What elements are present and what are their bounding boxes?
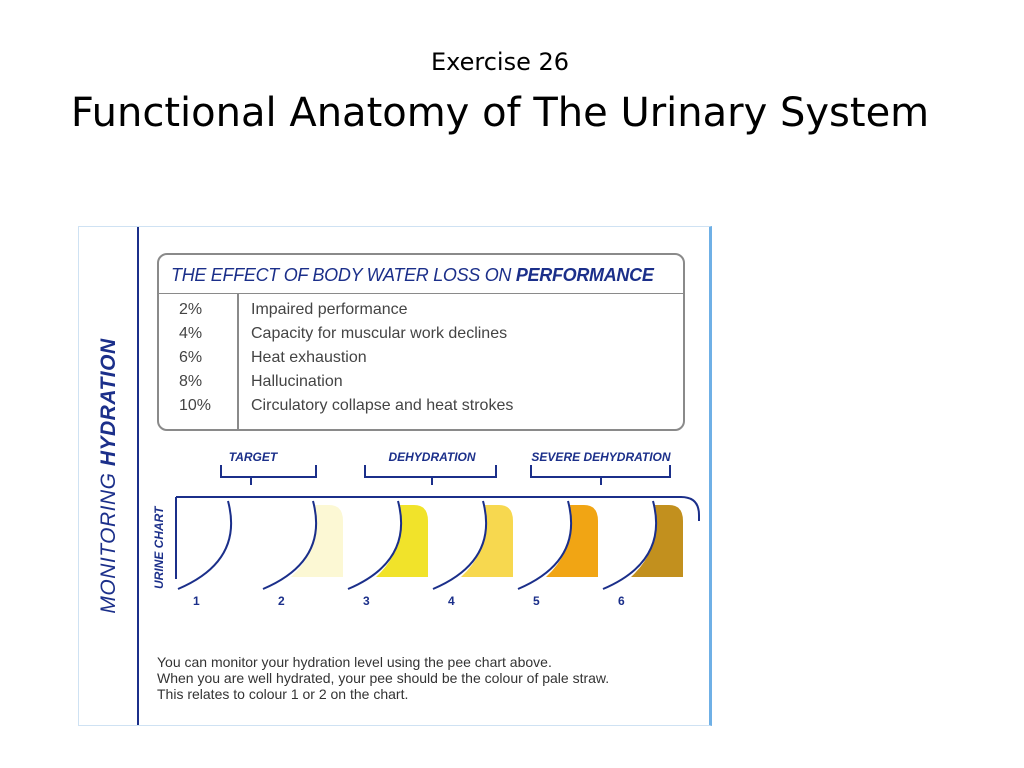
urine-sample-curve: [602, 500, 658, 590]
urine-sample-number: 3: [363, 594, 370, 608]
effect-pct: 2%: [179, 301, 203, 318]
effect-pct: 6%: [179, 349, 203, 366]
urine-sample-number: 4: [448, 594, 455, 608]
urine-sample-curve: [432, 500, 488, 590]
footer-line: This relates to colour 1 or 2 on the cha…: [157, 686, 409, 702]
bracket-severe: [530, 465, 671, 478]
effect-table: THE EFFECT OF BODY WATER LOSS ON PERFORM…: [157, 253, 685, 431]
footer-line: When you are well hydrated, your pee sho…: [157, 670, 610, 686]
side-label-bold: HYDRATION: [97, 338, 120, 467]
urine-sample-2: 2: [262, 500, 343, 608]
bracket-target: [220, 465, 317, 478]
effect-desc: Capacity for muscular work declines: [251, 325, 508, 342]
group-label-severe: SEVERE DEHYDRATION: [531, 450, 670, 464]
urine-swatch: [546, 505, 598, 577]
urine-swatch: [376, 505, 428, 577]
slide-subtitle: Exercise 26: [430, 48, 570, 76]
effect-row: 4% Capacity for muscular work declines: [159, 322, 679, 346]
urine-samples: 1 2 3 4 5 6: [177, 500, 683, 608]
urine-sample-number: 2: [278, 594, 285, 608]
urine-sample-4: 4: [432, 500, 513, 608]
urine-sample-number: 1: [193, 594, 200, 608]
urine-chart: TARGET DEHYDRATION SEVERE DEHYDRATION UR…: [152, 450, 700, 608]
urine-swatch: [291, 505, 343, 577]
urine-sample-1: 1: [177, 500, 258, 608]
urine-sample-curve: [177, 500, 233, 590]
urine-sample-curve: [347, 500, 403, 590]
group-label-target: TARGET: [229, 450, 279, 464]
side-label-text: MONITORING HYDRATION: [97, 338, 121, 613]
urine-sample-number: 6: [618, 594, 625, 608]
urine-sample-6: 6: [602, 500, 683, 608]
urine-swatch: [206, 505, 258, 577]
urine-sample-curve: [517, 500, 573, 590]
hydration-card: MONITORING HYDRATION THE EFFECT OF BODY …: [78, 226, 712, 726]
effect-pct: 10%: [179, 397, 212, 414]
urine-chart-label: URINE CHART: [152, 505, 166, 589]
urine-swatch: [461, 505, 513, 577]
effect-row: 6% Heat exhaustion: [159, 346, 679, 370]
chart-outline: [176, 496, 700, 521]
effect-table-divider: [237, 294, 239, 430]
urine-sample-curve: [262, 500, 318, 590]
urine-sample-3: 3: [347, 500, 428, 608]
slide-title: Functional Anatomy of The Urinary System: [70, 90, 930, 136]
group-label-dehydration: DEHYDRATION: [388, 450, 475, 464]
effect-desc: Hallucination: [251, 373, 343, 390]
footer-text: You can monitor your hydration level usi…: [157, 654, 707, 702]
effect-row: 2% Impaired performance: [159, 298, 679, 322]
effect-row: 10% Circulatory collapse and heat stroke…: [159, 394, 679, 418]
side-label-normal: MONITORING: [97, 466, 120, 614]
effect-table-body: 2% Impaired performance 4% Capacity for …: [159, 294, 683, 430]
urine-swatch: [631, 505, 683, 577]
effect-desc: Impaired performance: [251, 301, 408, 318]
effect-table-header: THE EFFECT OF BODY WATER LOSS ON PERFORM…: [159, 255, 683, 294]
footer-line: You can monitor your hydration level usi…: [157, 654, 552, 670]
effect-row: 8% Hallucination: [159, 370, 679, 394]
side-label: MONITORING HYDRATION: [79, 227, 139, 725]
effect-desc: Circulatory collapse and heat strokes: [251, 397, 514, 414]
effect-header-bold: PERFORMANCE: [515, 265, 654, 285]
effect-pct: 8%: [179, 373, 203, 390]
urine-sample-number: 5: [533, 594, 540, 608]
effect-pct: 4%: [179, 325, 203, 342]
effect-desc: Heat exhaustion: [251, 349, 367, 366]
effect-header-normal: THE EFFECT OF BODY WATER LOSS ON: [171, 265, 516, 285]
urine-sample-5: 5: [517, 500, 598, 608]
bracket-dehydration: [364, 465, 497, 478]
